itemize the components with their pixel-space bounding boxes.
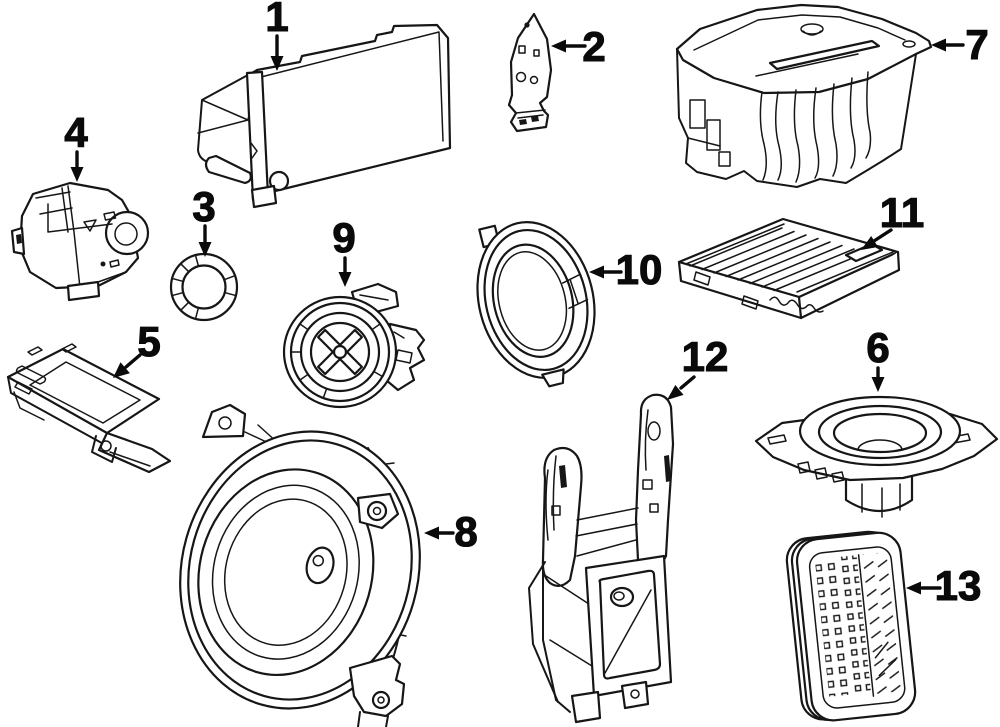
callout-2-arrow-icon (551, 39, 566, 53)
callout-5-arrow-icon (113, 362, 130, 378)
callout-6-number: 6 (866, 324, 889, 371)
callout-9-arrow-icon (338, 272, 352, 287)
callout-12[interactable]: 12 (667, 332, 729, 400)
callouts: 1 2 3 4 5 6 7 (64, 0, 989, 610)
callout-1[interactable]: 1 (265, 0, 289, 71)
callout-8[interactable]: 8 (424, 507, 478, 556)
callout-9-number: 9 (332, 214, 355, 261)
callout-12-number: 12 (682, 333, 729, 380)
part-9-speaker-drawing (282, 282, 426, 409)
callout-3-number: 3 (192, 183, 215, 230)
part-1-radio-receiver-drawing (197, 23, 452, 209)
part-2-bracket-drawing (507, 12, 553, 133)
part-12-bracket-drawing (528, 393, 675, 724)
callout-1-arrow-icon (270, 56, 284, 71)
callout-1-number: 1 (265, 0, 288, 40)
part-11-amplifier-drawing (677, 217, 901, 320)
callout-5-number: 5 (137, 318, 160, 365)
callout-2-number: 2 (582, 23, 605, 70)
callout-2[interactable]: 2 (551, 22, 606, 71)
callout-11-number: 11 (880, 189, 924, 236)
part-6-speaker-plate-drawing (754, 395, 999, 518)
callout-11[interactable]: 11 (861, 188, 925, 250)
callout-4-number: 4 (64, 109, 88, 156)
part-4-tweeter-drawing (10, 181, 150, 302)
callout-13-number: 13 (935, 562, 982, 609)
callout-6[interactable]: 6 (866, 323, 890, 392)
callout-3[interactable]: 3 (192, 182, 216, 257)
callout-10-arrow-icon (589, 265, 604, 279)
callout-5[interactable]: 5 (113, 317, 161, 378)
callout-13-arrow-icon (906, 581, 921, 595)
part-13-grille-drawing (785, 530, 917, 722)
callout-4[interactable]: 4 (64, 108, 89, 182)
callout-7-arrow-icon (931, 38, 946, 52)
callout-10[interactable]: 10 (589, 245, 663, 294)
callout-7-number: 7 (965, 21, 988, 68)
callout-11-arrow-icon (861, 236, 878, 250)
part-3-trim-ring-drawing (169, 252, 239, 322)
callout-3-arrow-icon (198, 242, 212, 257)
part-8-large-speaker-drawing (179, 403, 421, 727)
callout-10-number: 10 (616, 246, 663, 293)
callout-4-arrow-icon (70, 167, 84, 182)
callout-8-number: 8 (454, 508, 477, 555)
callout-13[interactable]: 13 (906, 561, 982, 610)
part-5-module-drawing (6, 343, 172, 474)
part-7-enclosure-drawing (675, 3, 933, 188)
part-10-bezel-ring-drawing (476, 221, 596, 388)
callout-9[interactable]: 9 (332, 213, 356, 287)
callout-6-arrow-icon (871, 377, 885, 392)
callout-12-arrow-icon (667, 385, 684, 400)
callout-8-arrow-icon (424, 526, 439, 540)
callout-7[interactable]: 7 (931, 20, 989, 69)
